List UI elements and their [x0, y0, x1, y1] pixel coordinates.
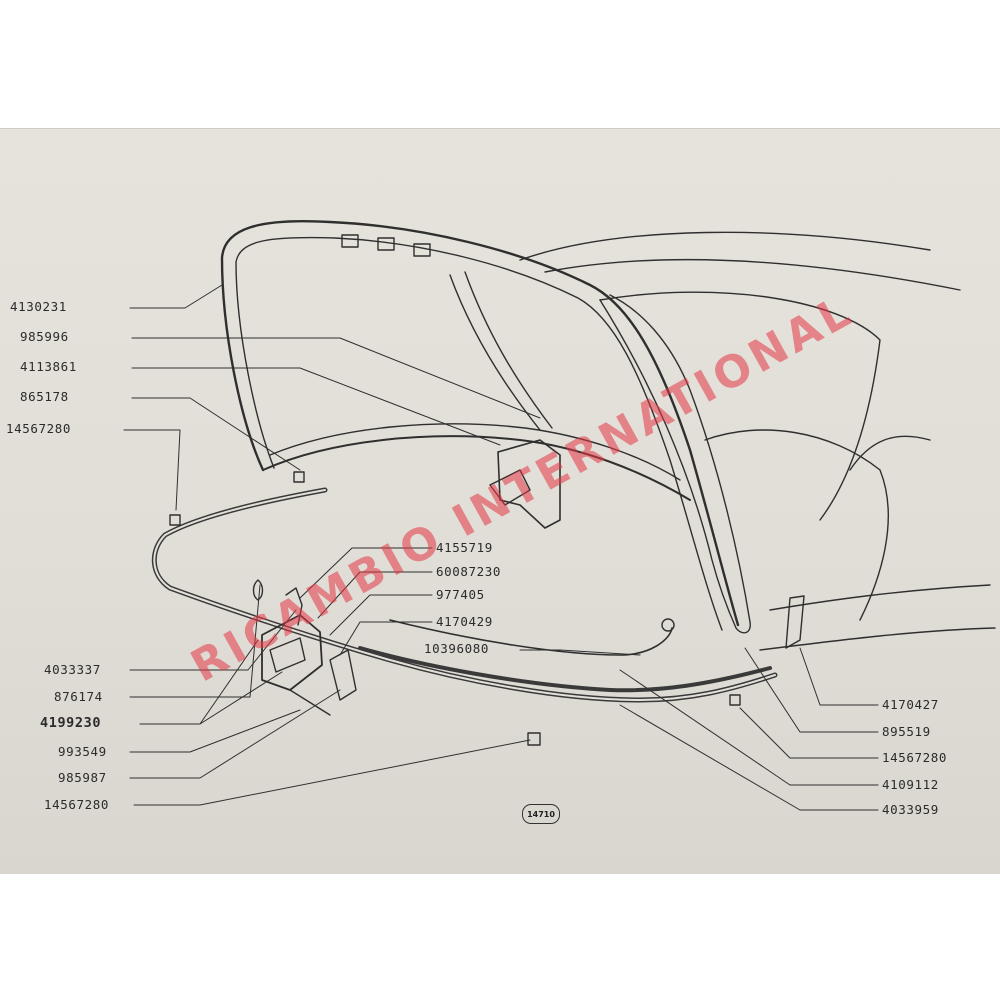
leader-r1 [799, 647, 879, 706]
leader-l10 [129, 689, 341, 779]
car-quarter-panel [704, 429, 889, 621]
car-bumper-line [769, 584, 991, 611]
seal-strip [358, 646, 772, 693]
car-rear-window [599, 291, 881, 521]
lid-arm [599, 294, 751, 634]
leader-r5 [619, 704, 879, 811]
part-label-4199230: 4199230 [40, 715, 102, 731]
part-label-4109112: 4109112 [882, 777, 939, 792]
part-label-4170427: 4170427 [882, 697, 939, 712]
leader-c2 [317, 571, 433, 619]
part-label-14567280-c: 14567280 [882, 750, 948, 765]
lid-frame-inner [235, 236, 723, 631]
car-lower-line [759, 627, 996, 651]
leader-l3 [131, 367, 501, 446]
leader-l8 [139, 639, 283, 725]
part-label-985996: 985996 [20, 329, 69, 344]
part-label-977405: 977405 [436, 587, 485, 602]
part-label-4170429: 4170429 [436, 614, 493, 629]
prop-rod [389, 619, 673, 656]
leader-l1 [129, 284, 223, 309]
leader-l6 [129, 609, 297, 671]
leader-r3 [739, 707, 879, 759]
hinge-bracket [497, 439, 561, 529]
leader-l11 [133, 739, 531, 806]
part-label-993549: 993549 [58, 744, 107, 759]
leader-l4 [131, 397, 301, 471]
part-label-14567280-a: 14567280 [6, 421, 72, 436]
car-roof-line-2 [544, 258, 961, 291]
leader-r4 [619, 669, 879, 786]
rubber-buffer-2 [293, 471, 305, 483]
lid-lower-edge-inner [269, 423, 681, 481]
leader-c3 [329, 594, 433, 636]
part-label-4130231: 4130231 [10, 299, 67, 314]
lid-brace-2 [464, 271, 553, 429]
part-label-895519: 895519 [882, 724, 931, 739]
latch-hook [285, 587, 303, 626]
rubber-buffer-1 [169, 514, 181, 526]
part-label-985987: 985987 [58, 770, 107, 785]
leader-c1 [299, 547, 433, 599]
part-label-4155719: 4155719 [436, 540, 493, 555]
rubber-buffer-3 [527, 732, 541, 746]
part-label-876174: 876174 [54, 689, 103, 704]
leader-l7 [129, 584, 261, 698]
part-label-4033337: 4033337 [44, 662, 101, 677]
part-label-4033959: 4033959 [882, 802, 939, 817]
leader-r2 [744, 647, 879, 733]
leader-l9 [129, 709, 301, 753]
leader-l2 [131, 337, 541, 419]
part-label-4113861: 4113861 [20, 359, 77, 374]
car-roof-line [519, 231, 931, 261]
lid-brace [449, 274, 541, 431]
part-label-865178: 865178 [20, 389, 69, 404]
part-label-10396080: 10396080 [424, 641, 490, 656]
lid-frame-outer [220, 219, 740, 627]
rubber-buffer-4 [729, 694, 741, 706]
leader-c5 [519, 649, 641, 656]
car-fender-line [849, 435, 931, 471]
leader-l5 [123, 429, 181, 511]
leader-c4 [339, 621, 433, 656]
part-label-60087230: 60087230 [436, 564, 502, 579]
part-label-14567280-b: 14567280 [44, 797, 110, 812]
lid-lower-edge [262, 435, 691, 501]
stay-right [785, 595, 805, 649]
figure-reference-code: 14710 [522, 804, 560, 824]
latch-plate [329, 649, 357, 701]
